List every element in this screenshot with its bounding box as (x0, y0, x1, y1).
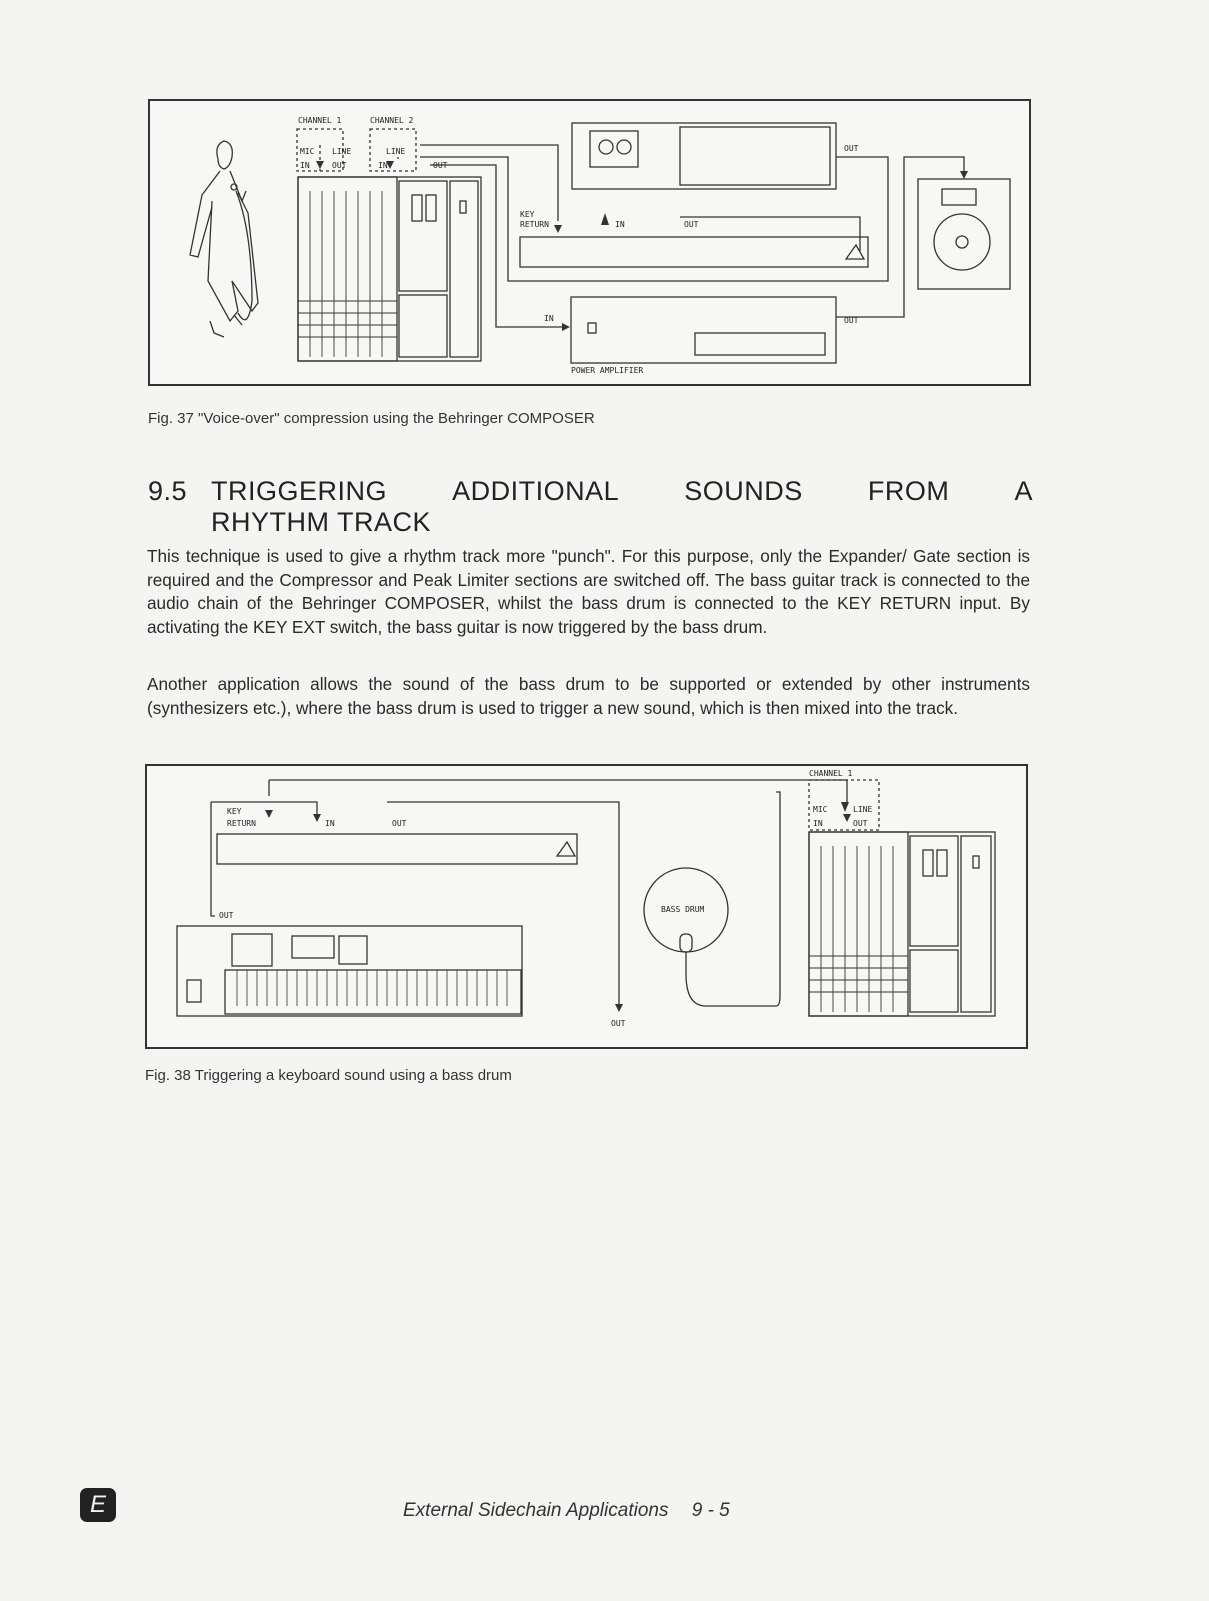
out2-label: OUT (433, 161, 448, 170)
comp-in-label: IN (325, 819, 335, 828)
title-word: TRIGGERING (211, 476, 388, 506)
amp-in-label: IN (544, 314, 554, 323)
figure-38-caption: Fig. 38 Triggering a keyboard sound usin… (145, 1067, 512, 1084)
page-footer: External Sidechain Applications 9 - 5 (403, 1500, 730, 1522)
loudspeaker (917, 178, 1011, 290)
return-label: RETURN (520, 220, 549, 229)
singer-figure (189, 140, 259, 338)
figure-37-drawing: CHANNEL 1 CHANNEL 2 MIC LINE LINE IN OUT… (189, 116, 1011, 375)
line1-label: LINE (332, 147, 351, 156)
channel1-label: CHANNEL 1 (809, 769, 853, 778)
title-word: ADDITIONAL (452, 476, 620, 506)
title-word: SOUNDS (684, 476, 803, 506)
figure-38-diagram: KEY RETURN IN OUT OUT OUT BASS DRUM CHAN… (145, 764, 1028, 1049)
title-word: FROM (867, 476, 950, 506)
tape-out-label: OUT (844, 144, 859, 153)
composer-compressor (216, 833, 578, 865)
power-amp-label: POWER AMPLIFIER (571, 366, 643, 375)
bass-drum (643, 791, 781, 1007)
power-amplifier (570, 296, 837, 364)
mixer-console (808, 831, 996, 1017)
line-label: LINE (853, 805, 872, 814)
body-paragraph-1: This technique is used to give a rhythm … (147, 546, 1030, 637)
body-paragraph-2: Another application allows the sound of … (147, 674, 1030, 718)
tape-machine (571, 122, 837, 190)
return-label: RETURN (227, 819, 256, 828)
amp-out-label: OUT (844, 316, 859, 325)
title-word: A (1014, 476, 1033, 506)
composer-compressor (519, 236, 869, 268)
footer-title: External Sidechain Applications (403, 1500, 669, 1521)
figure-37-caption: Fig. 37 "Voice-over" compression using t… (148, 410, 595, 427)
figure-38-drawing: KEY RETURN IN OUT OUT OUT BASS DRUM CHAN… (176, 769, 996, 1028)
section-number: 9.5 (148, 476, 188, 506)
section-title-line1: TRIGGERING ADDITIONAL SOUNDS FROM A (211, 476, 1033, 507)
in-label: IN (813, 819, 823, 828)
mic-label: MIC (813, 805, 828, 814)
in2-label: IN (378, 161, 388, 170)
line2-label: LINE (386, 147, 405, 156)
bass-drum-label: BASS DRUM (661, 905, 705, 914)
key-label: KEY (520, 210, 535, 219)
channel2-label: CHANNEL 2 (370, 116, 414, 125)
section-title-line2: RHYTHM TRACK (211, 507, 432, 537)
keyboard-synthesizer (176, 925, 523, 1017)
comp-out-label: OUT (392, 819, 407, 828)
key-label: KEY (227, 807, 242, 816)
language-badge: E (80, 1488, 116, 1522)
comp-out-label: OUT (684, 220, 699, 229)
keyboard-out-label: OUT (219, 911, 234, 920)
channel1-label: CHANNEL 1 (298, 116, 342, 125)
out-bottom-label: OUT (611, 1019, 626, 1028)
mixer-console (297, 176, 482, 362)
out1-label: OUT (332, 161, 347, 170)
comp-in-label: IN (615, 220, 625, 229)
mic-label: MIC (300, 147, 315, 156)
in1-label: IN (300, 161, 310, 170)
page-number: 9 - 5 (691, 1500, 730, 1521)
out-label: OUT (853, 819, 868, 828)
figure-37-diagram: CHANNEL 1 CHANNEL 2 MIC LINE LINE IN OUT… (148, 99, 1031, 386)
